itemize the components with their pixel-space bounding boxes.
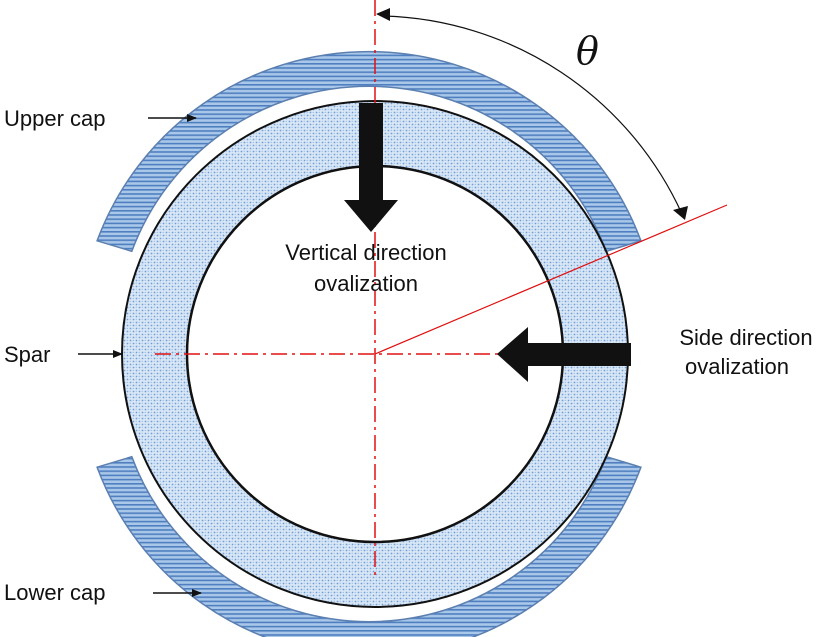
spar-label: Spar — [4, 342, 50, 367]
side-ovalization-arrow — [497, 327, 631, 382]
vertical-ovalization-label-line1: Vertical direction — [285, 240, 446, 265]
upper-cap-label: Upper cap — [4, 106, 106, 131]
lower-cap — [96, 455, 642, 637]
upper-cap — [96, 50, 642, 253]
angle-reference-line — [374, 204, 728, 355]
angle-arc-end-arrowhead — [673, 206, 688, 220]
angle-theta-label: θ — [576, 29, 599, 73]
angle-arc-start-arrowhead — [376, 8, 390, 21]
vertical-ovalization-label-line2: ovalization — [314, 271, 418, 296]
angle-arc — [383, 15, 683, 215]
lower-cap-label: Lower cap — [4, 580, 106, 605]
side-ovalization-label-line2: ovalization — [685, 354, 789, 379]
vertical-ovalization-arrow — [344, 103, 398, 232]
side-ovalization-label-line1: Side direction — [679, 325, 812, 350]
